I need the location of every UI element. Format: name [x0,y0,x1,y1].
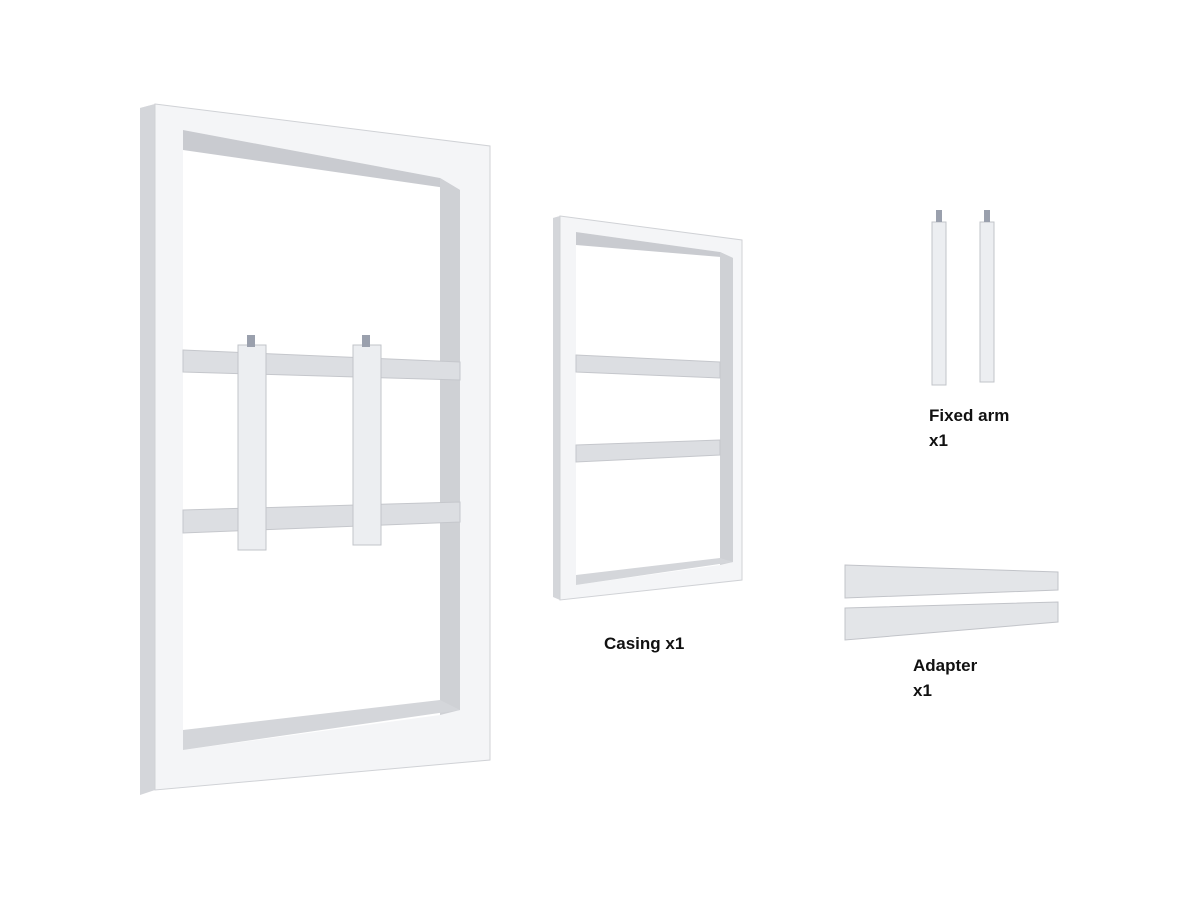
adapter-label: Adapter [913,656,978,675]
casing-label: Casing x1 [604,634,685,653]
casing [553,215,743,601]
fixed-arm-pair [931,210,995,386]
fixed-arm-label: Fixed arm [929,406,1010,425]
fixed-arm-qty: x1 [929,431,948,450]
adapter-qty: x1 [913,681,932,700]
assembled-casing-with-mount [140,103,491,795]
adapter-pair [844,564,1059,641]
